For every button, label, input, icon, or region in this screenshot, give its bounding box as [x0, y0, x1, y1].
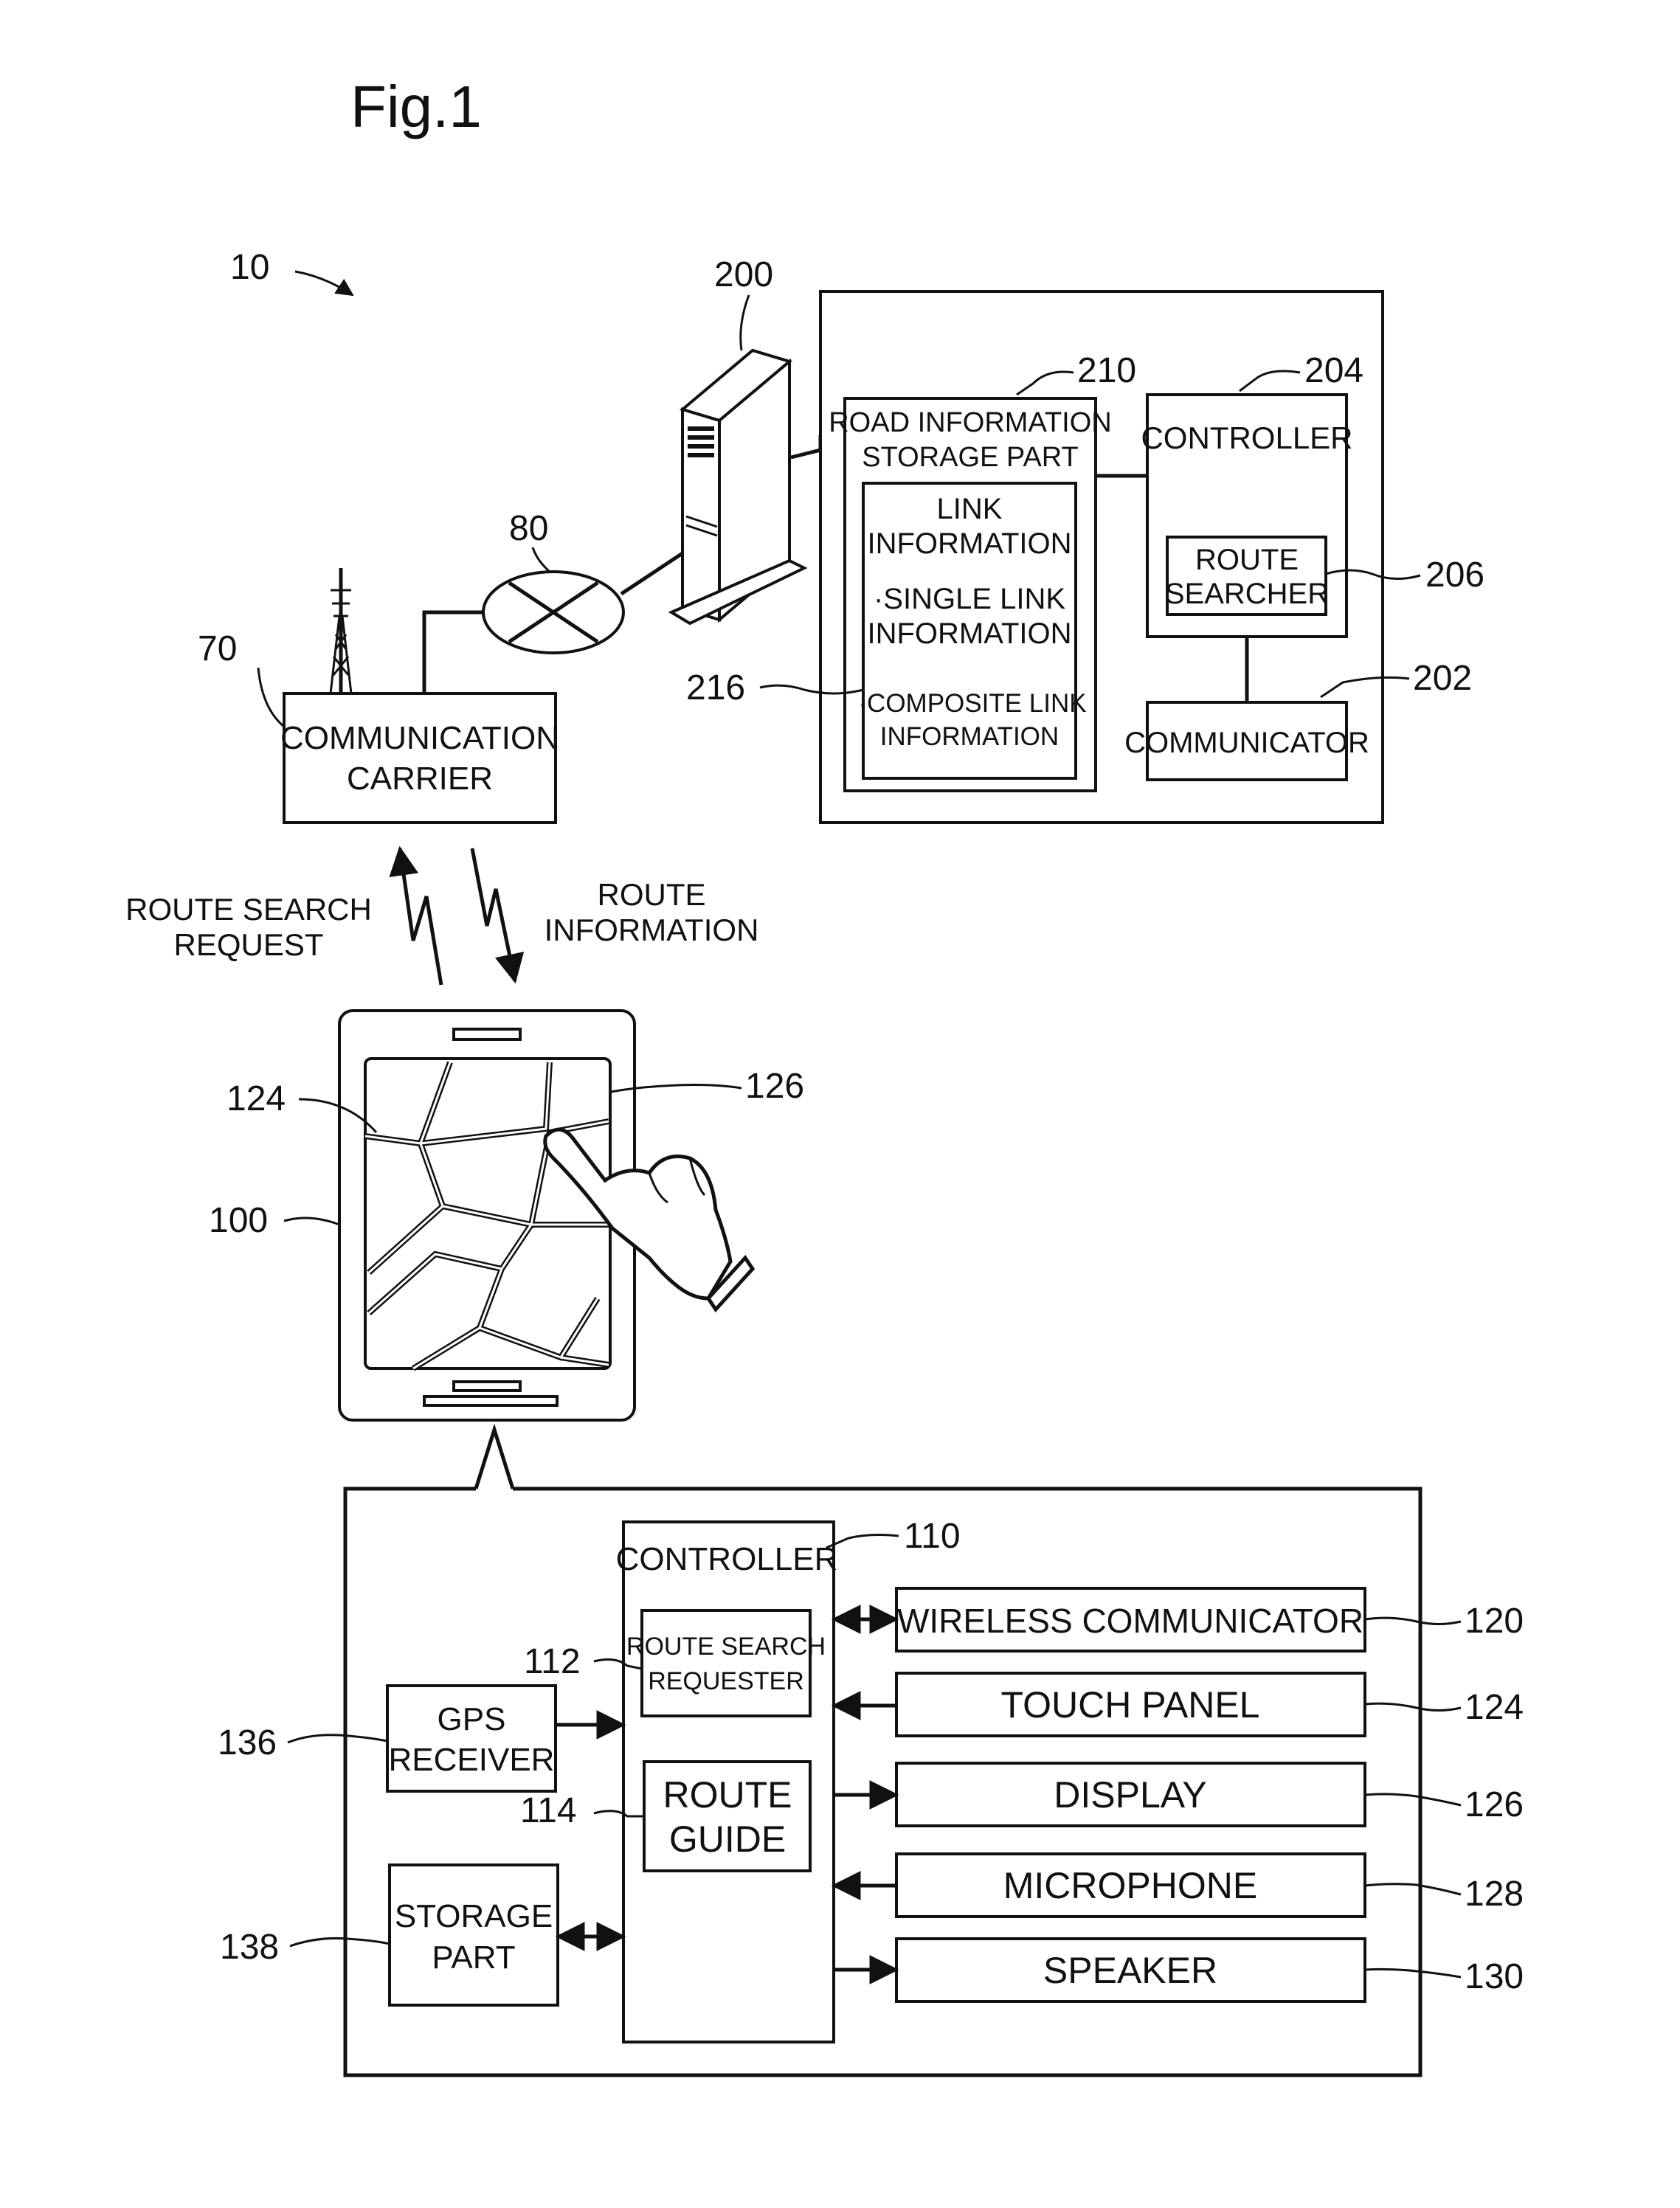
- ref-screen-touch: 124: [227, 1079, 286, 1118]
- gps-receiver-label: GPS: [438, 1701, 506, 1737]
- touch-panel-label: TOUCH PANEL: [1000, 1684, 1259, 1726]
- composite-link-label: ·COMPOSITE LINK: [858, 689, 1086, 718]
- ref-gps-leader: [288, 1735, 387, 1742]
- ref-storage-leader: [290, 1938, 390, 1946]
- route-guide-label: ROUTE: [663, 1774, 792, 1816]
- single-link-label: ·SINGLE LINK: [874, 583, 1065, 615]
- link-info-label-2: INFORMATION: [867, 527, 1071, 560]
- ref-system: 10: [230, 248, 269, 287]
- carrier-label-2: CARRIER: [347, 761, 493, 797]
- storage-part-label-2: PART: [432, 1939, 515, 1976]
- ref-carrier: 70: [198, 629, 237, 668]
- route-searcher-label-2: SEARCHER: [1165, 578, 1329, 610]
- ref-carrier-leader: [258, 668, 284, 727]
- ref-display-leader: [1365, 1794, 1461, 1805]
- road-storage-label: ROAD INFORMATION: [829, 407, 1112, 438]
- route-search-requester-label: ROUTE SEARCH: [626, 1633, 826, 1661]
- ref-wireless: 120: [1465, 1602, 1524, 1641]
- ref-route-searcher: 206: [1425, 556, 1484, 595]
- route-information-signal: [472, 848, 515, 981]
- ref-speaker: 130: [1465, 1957, 1524, 1996]
- ref-screen-display: 126: [745, 1067, 804, 1106]
- ref-storage: 138: [220, 1928, 279, 1967]
- ref-terminal-controller: 110: [904, 1517, 961, 1556]
- link-info-label: LINK: [937, 493, 1003, 525]
- home-button: [454, 1382, 520, 1391]
- ref-gps: 136: [218, 1723, 277, 1762]
- route-guide-label-2: GUIDE: [669, 1818, 786, 1860]
- antenna-tower-icon: [331, 568, 351, 693]
- single-link-label-2: INFORMATION: [867, 617, 1071, 650]
- ref-mic: 128: [1465, 1875, 1524, 1914]
- earpiece: [454, 1029, 520, 1039]
- composite-link-label-2: INFORMATION: [880, 722, 1059, 751]
- display-label: DISPLAY: [1054, 1774, 1207, 1816]
- ref-network: 80: [509, 509, 548, 548]
- carrier-label: COMMUNICATION: [280, 720, 559, 756]
- ref-terminal-leader: [284, 1218, 339, 1225]
- server-network-link: [621, 553, 682, 594]
- bottom-bar: [424, 1397, 557, 1405]
- ref-guide: 114: [520, 1791, 577, 1830]
- ref-communicator: 202: [1413, 659, 1472, 698]
- ref-touch-leader: [1365, 1703, 1461, 1710]
- ref-server-leader: [741, 295, 749, 350]
- speaker-label: SPEAKER: [1043, 1950, 1217, 1991]
- route-searcher-label: ROUTE: [1195, 544, 1299, 576]
- ref-terminal: 100: [209, 1201, 268, 1240]
- gps-receiver-label-2: RECEIVER: [389, 1742, 555, 1778]
- road-storage-label-2: STORAGE PART: [862, 442, 1079, 473]
- carrier-box: [284, 693, 556, 823]
- route-information-label-2: INFORMATION: [545, 913, 759, 947]
- wireless-communicator-label: WIRELESS COMMUNICATOR: [897, 1602, 1363, 1640]
- ref-touch: 124: [1465, 1688, 1524, 1727]
- microphone-label: MICROPHONE: [1003, 1865, 1257, 1906]
- server-controller-label: CONTROLLER: [1141, 421, 1352, 455]
- communicator-label: COMMUNICATOR: [1124, 727, 1369, 759]
- ref-road-storage: 210: [1077, 351, 1136, 390]
- route-search-request-label-2: REQUEST: [173, 927, 323, 962]
- route-search-requester-label-2: REQUESTER: [648, 1667, 804, 1695]
- ref-speaker-leader: [1365, 1969, 1461, 1977]
- server-callout: [791, 435, 820, 457]
- storage-part-label: STORAGE: [395, 1898, 553, 1934]
- terminal-controller-label: CONTROLLER: [616, 1541, 838, 1577]
- storage-part-box: [390, 1865, 558, 2005]
- ref-server: 200: [714, 255, 773, 294]
- route-information-label: ROUTE: [598, 877, 706, 912]
- terminal-callout: [476, 1430, 513, 1489]
- server-tower-icon: [671, 350, 804, 623]
- ref-wireless-leader: [1365, 1618, 1461, 1624]
- ref-mic-leader: [1365, 1884, 1461, 1894]
- ref-link-info: 216: [686, 668, 745, 707]
- ref-requester: 112: [524, 1642, 581, 1681]
- ref-server-controller: 204: [1304, 351, 1363, 390]
- route-search-request-signal: [400, 848, 441, 985]
- ref-network-leader: [533, 547, 550, 572]
- ref-system-arrow: [295, 271, 353, 295]
- route-search-request-label: ROUTE SEARCH: [125, 892, 372, 927]
- network-icon: [483, 572, 623, 653]
- figure-title: Fig.1: [350, 74, 482, 139]
- route-search-requester-box: [642, 1610, 810, 1716]
- ref-display: 126: [1465, 1785, 1524, 1824]
- network-carrier-link: [424, 612, 483, 693]
